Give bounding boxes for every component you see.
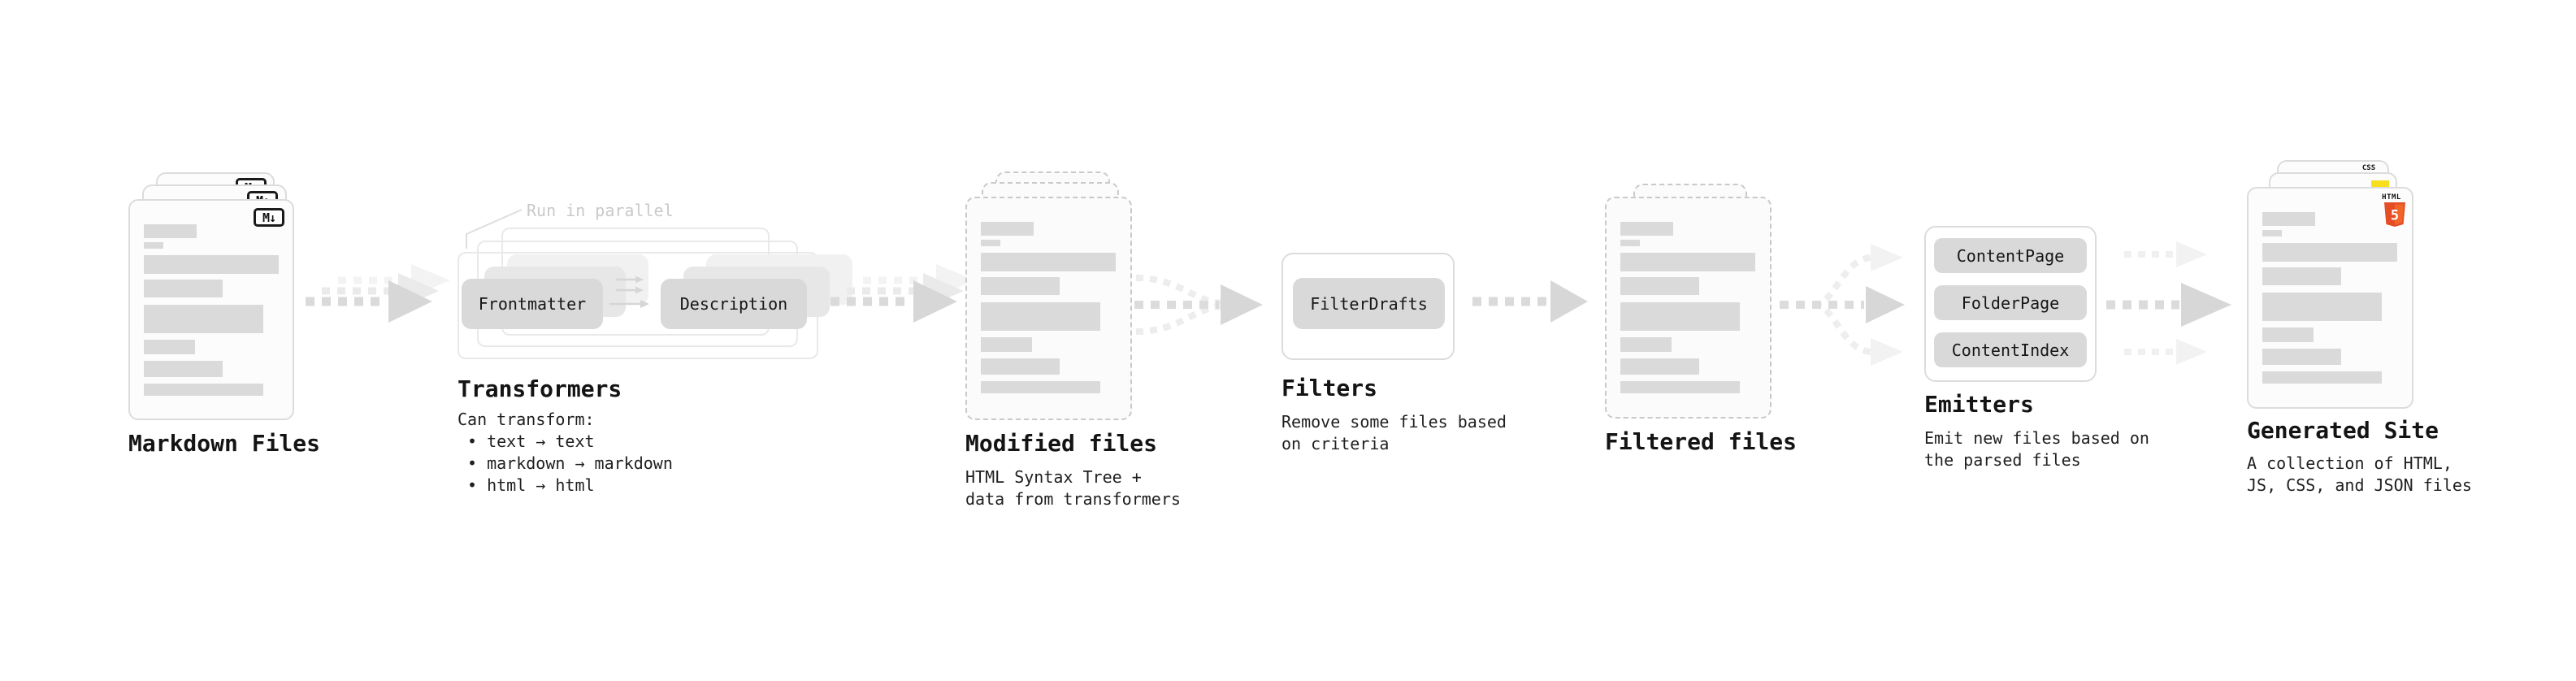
- text-placeholder-bar: [2262, 267, 2341, 285]
- text-placeholder-bar: [1620, 222, 1673, 236]
- text-placeholder-bar: [1620, 337, 1672, 352]
- contentpage-pill: ContentPage: [1934, 238, 2087, 273]
- text-placeholder-bar: [2262, 293, 2382, 321]
- text-placeholder-bar: [981, 240, 1000, 246]
- caption-line: the parsed files: [1924, 450, 2081, 470]
- filtered-files-title: Filtered files: [1605, 428, 1798, 455]
- flow-arrow-stacked-icon: [306, 264, 450, 323]
- text-placeholder-bar: [1620, 302, 1740, 331]
- text-placeholder-bar: [144, 242, 163, 249]
- emitters-caption: Emit new files based on the parsed files: [1924, 427, 2149, 471]
- caption-line: on criteria: [1281, 434, 1390, 453]
- text-placeholder-bar: [144, 280, 223, 297]
- caption-line: A collection of HTML,: [2247, 453, 2452, 473]
- caption-line: JS, CSS, and JSON files: [2247, 475, 2472, 495]
- text-placeholder-bar: [981, 302, 1100, 331]
- markdown-file-card-front: M↓: [128, 199, 294, 420]
- filterdrafts-pill: FilterDrafts: [1293, 278, 1445, 329]
- html5-number: 5: [2391, 208, 2399, 224]
- html5-shield-icon: 5: [2384, 202, 2405, 227]
- text-placeholder-bar: [2262, 349, 2341, 365]
- text-placeholder-bar: [144, 361, 223, 377]
- filters-title: Filters: [1281, 375, 1378, 401]
- caption-bullet: • text → text: [467, 432, 595, 451]
- text-placeholder-bar: [144, 340, 195, 354]
- generated-site-caption: A collection of HTML, JS, CSS, and JSON …: [2247, 453, 2472, 497]
- flow-arrow-icon: [1472, 280, 1588, 323]
- text-placeholder-bar: [144, 255, 279, 274]
- frontmatter-pill: Frontmatter: [462, 279, 603, 329]
- caption-line: HTML Syntax Tree +: [965, 467, 1142, 487]
- html5-badge-label: HTML: [2382, 193, 2401, 202]
- flow-arrows-parallel-icon: [2106, 241, 2231, 365]
- text-placeholder-bar: [981, 222, 1034, 236]
- css-badge-label: CSS: [2361, 164, 2376, 172]
- caption-bullet: • html → html: [467, 475, 595, 495]
- text-placeholder-bar: [2262, 243, 2397, 262]
- text-placeholder-bar: [981, 253, 1116, 271]
- modified-files-caption: HTML Syntax Tree + data from transformer…: [965, 466, 1181, 510]
- text-placeholder-bar: [2262, 327, 2314, 342]
- callout-line-icon: [466, 209, 523, 249]
- text-placeholder-bar: [1620, 253, 1755, 271]
- contentindex-pill: ContentIndex: [1934, 332, 2087, 367]
- caption-line: data from transformers: [965, 489, 1181, 509]
- run-in-parallel-annotation: Run in parallel: [527, 201, 674, 220]
- modified-file-card-front: [965, 197, 1132, 420]
- description-pill: Description: [661, 279, 807, 329]
- text-placeholder-bar: [1620, 381, 1740, 393]
- parallel-arrows-icon: [609, 275, 649, 308]
- flow-arrow-merge-icon: [1134, 275, 1263, 335]
- text-placeholder-bar: [144, 305, 263, 333]
- filtered-file-card-front: [1605, 197, 1772, 419]
- text-placeholder-bar: [2262, 371, 2382, 384]
- caption-bullet: • markdown → markdown: [467, 453, 673, 473]
- flow-arrow-stacked-icon: [830, 264, 975, 323]
- filters-caption: Remove some files based on criteria: [1281, 411, 1507, 455]
- flow-arrow-fanout-icon: [1780, 244, 1905, 366]
- text-placeholder-bar: [981, 381, 1100, 393]
- modified-files-title: Modified files: [965, 430, 1158, 457]
- markdown-icon: M↓: [254, 208, 284, 227]
- text-placeholder-bar: [1620, 277, 1699, 295]
- text-placeholder-bar: [981, 337, 1032, 352]
- text-placeholder-bar: [144, 224, 197, 238]
- generated-file-card-front: HTML 5: [2247, 187, 2413, 409]
- transformers-title: Transformers: [458, 375, 622, 402]
- markdown-files-title: Markdown Files: [128, 430, 321, 457]
- text-placeholder-bar: [1620, 240, 1640, 246]
- markdown-icon-label: M↓: [262, 210, 276, 225]
- caption-line: Can transform:: [458, 410, 595, 429]
- text-placeholder-bar: [981, 277, 1060, 295]
- text-placeholder-bar: [2262, 230, 2282, 236]
- generated-site-title: Generated Site: [2247, 417, 2439, 444]
- text-placeholder-bar: [144, 384, 263, 396]
- text-placeholder-bar: [981, 358, 1060, 375]
- transformers-caption: Can transform: • text → text • markdown …: [458, 409, 673, 497]
- folderpage-pill: FolderPage: [1934, 285, 2087, 320]
- html5-badge: HTML 5: [2378, 193, 2405, 229]
- caption-line: Remove some files based: [1281, 412, 1507, 432]
- emitters-title: Emitters: [1924, 391, 2034, 418]
- text-placeholder-bar: [1620, 358, 1699, 375]
- text-placeholder-bar: [2262, 212, 2315, 226]
- caption-line: Emit new files based on: [1924, 428, 2149, 448]
